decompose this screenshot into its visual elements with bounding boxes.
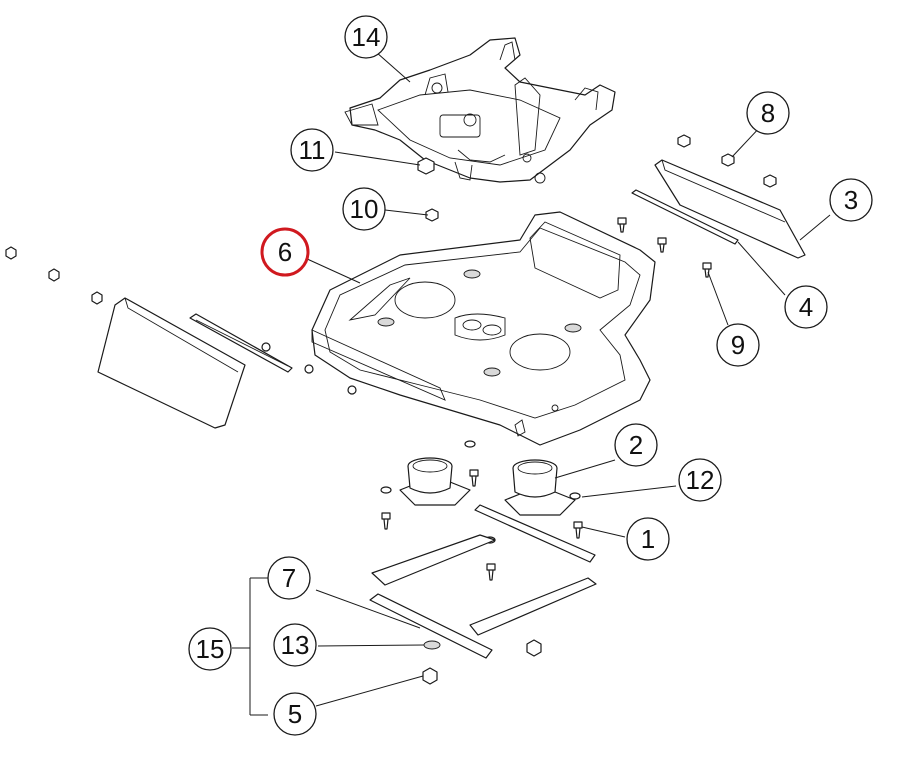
- svg-text:5: 5: [288, 699, 302, 729]
- callout-1[interactable]: 1: [626, 517, 670, 561]
- callout-2[interactable]: 2: [614, 423, 658, 467]
- part-plate-3: [654, 159, 806, 259]
- callout-10[interactable]: 10: [342, 187, 386, 231]
- svg-text:11: 11: [299, 135, 326, 165]
- svg-text:6: 6: [278, 237, 292, 267]
- svg-text:7: 7: [282, 563, 296, 593]
- part-nut-lower: [526, 639, 542, 657]
- callout-3[interactable]: 3: [829, 178, 873, 222]
- callout-13[interactable]: 13: [273, 623, 317, 667]
- svg-text:10: 10: [350, 194, 379, 224]
- svg-text:2: 2: [629, 430, 643, 460]
- part-left-screws: [261, 342, 357, 395]
- part-blades: [369, 504, 597, 659]
- part-nut-11: [417, 157, 435, 175]
- part-nut-10: [425, 208, 439, 222]
- part-nut-5: [422, 667, 438, 685]
- part-left-bar: [189, 313, 293, 373]
- svg-text:1: 1: [641, 524, 655, 554]
- svg-text:4: 4: [799, 292, 813, 322]
- part-hubs-2: [399, 457, 576, 516]
- callout-5[interactable]: 5: [273, 692, 317, 736]
- callout-7[interactable]: 7: [267, 556, 311, 600]
- svg-text:3: 3: [844, 185, 858, 215]
- callout-6[interactable]: 6: [260, 227, 310, 277]
- svg-text:13: 13: [281, 630, 310, 660]
- callouts: 14 11 10 6 8 3 4 9: [188, 15, 873, 736]
- part-main-cover: [311, 211, 656, 446]
- svg-text:12: 12: [686, 465, 715, 495]
- part-left-nuts: [5, 246, 103, 305]
- callout-14[interactable]: 14: [344, 15, 388, 59]
- callout-9[interactable]: 9: [716, 323, 760, 367]
- callout-4[interactable]: 4: [784, 285, 828, 329]
- svg-text:9: 9: [731, 330, 745, 360]
- svg-text:14: 14: [352, 22, 381, 52]
- callout-12[interactable]: 12: [678, 458, 722, 502]
- svg-text:8: 8: [761, 98, 775, 128]
- part-bar-4: [631, 189, 739, 245]
- part-washer-13: [423, 640, 441, 650]
- leader-lines: [232, 51, 831, 716]
- part-bolts-9: [617, 217, 712, 278]
- part-left-plate: [97, 297, 246, 429]
- part-nuts-8: [677, 134, 777, 188]
- callout-15[interactable]: 15: [188, 627, 232, 671]
- callout-8[interactable]: 8: [746, 91, 790, 135]
- callout-11[interactable]: 11: [290, 128, 334, 172]
- svg-text:15: 15: [196, 634, 225, 664]
